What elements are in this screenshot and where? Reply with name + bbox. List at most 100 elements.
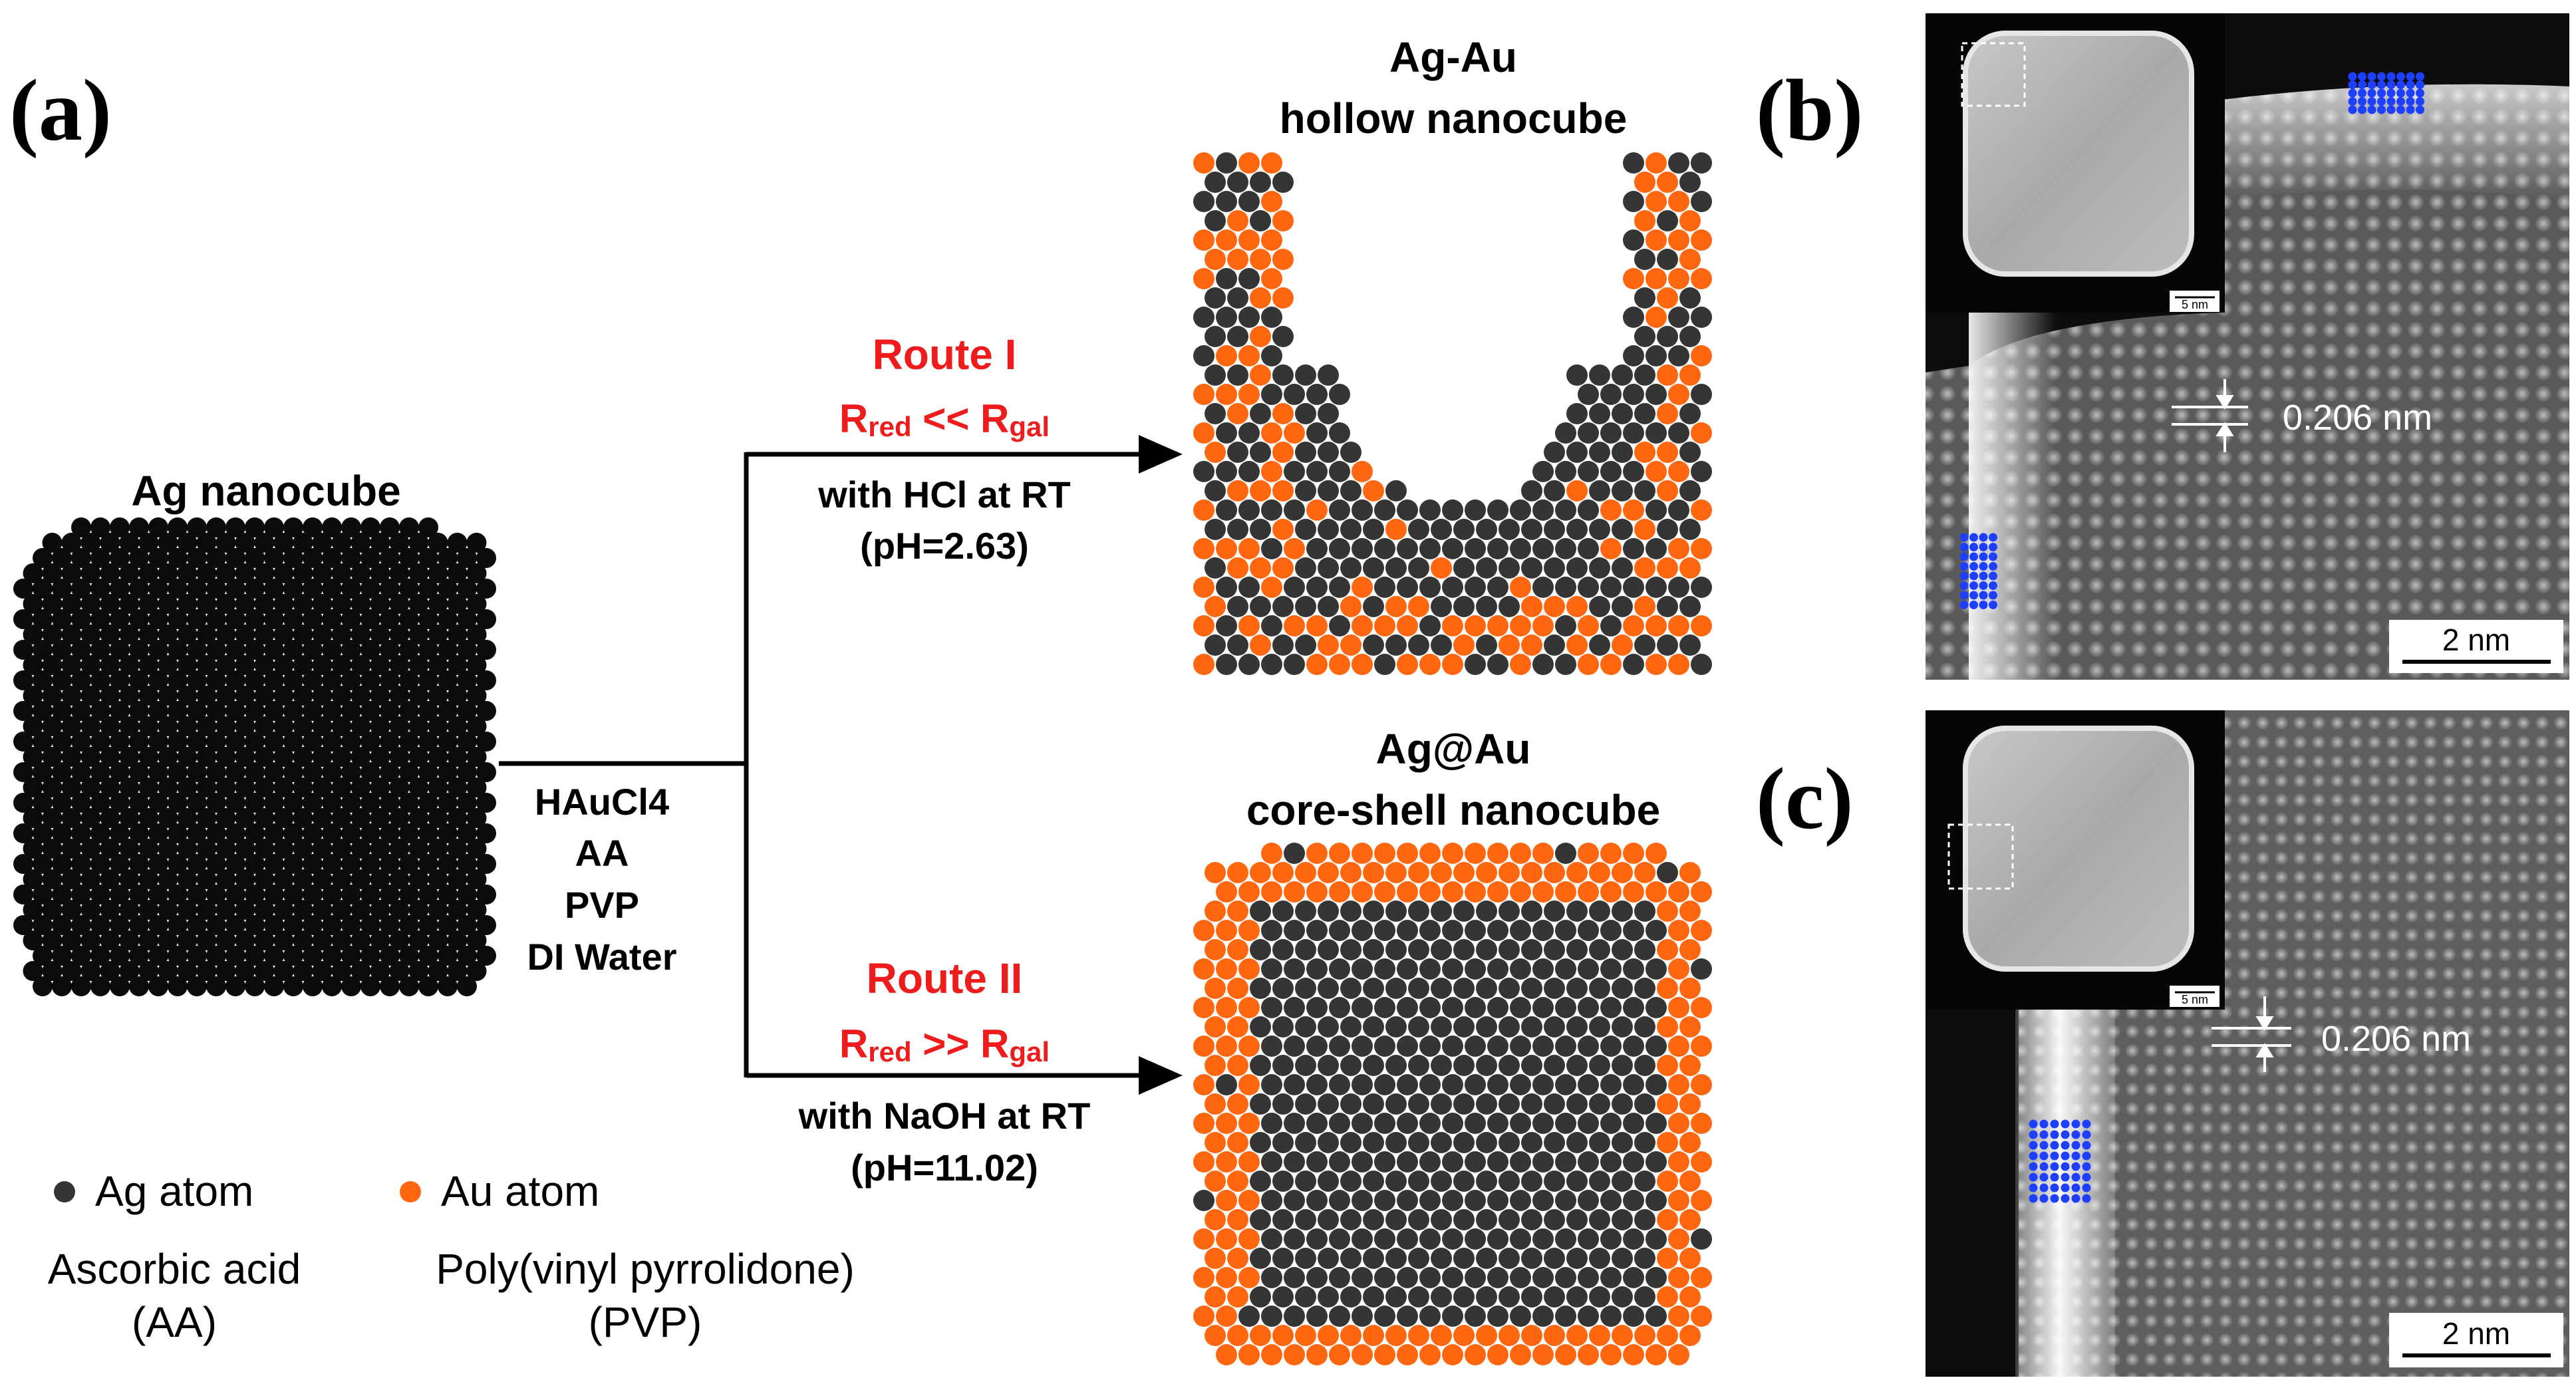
ag-atom [1646,920,1667,941]
ag-atom [1306,577,1328,598]
au-atom [1374,1344,1395,1365]
ag-atom [418,823,438,843]
ag-atom [1284,920,1305,941]
ag-atom [1487,1074,1508,1095]
ag-atom [360,548,380,568]
ag-atom [52,946,72,966]
ag-atom [148,670,168,690]
ag-atom [225,670,245,690]
ag-atom [168,915,188,935]
ag-atom [1227,326,1248,347]
ag-atom [1408,1248,1429,1269]
ag-atom [1544,1016,1565,1038]
ag-atom [1521,1132,1542,1153]
ag-atom [225,517,245,537]
ag-atom [206,823,226,843]
lattice-marker-dot [2348,80,2357,89]
lattice-marker-dot [2406,88,2415,98]
au-atom [1589,1325,1610,1346]
ag-atom [399,762,419,782]
ag-atom [418,793,438,813]
ag-atom [438,670,458,690]
ag-atom [1227,364,1248,386]
au-atom [1442,615,1463,636]
ag-atom [1352,1190,1373,1211]
ag-atom [264,793,284,813]
ag-atom [1566,519,1588,540]
ag-atom [1555,958,1576,980]
ag-atom [1566,939,1588,960]
ag-atom [110,823,130,843]
lattice-marker-dot [2071,1173,2080,1182]
ag-atom [466,747,487,767]
ag-atom [351,686,371,706]
ag-atom [1216,307,1237,328]
ag-atom [1227,634,1248,656]
au-atom [1679,1171,1701,1192]
ag-atom [1216,268,1237,289]
lattice-marker-dot [1959,533,1969,542]
ag-atom [1612,1093,1633,1115]
au-atom [1634,862,1655,883]
core-shell-nanocube-atoms [1193,843,1712,1365]
ag-atom [33,946,53,966]
ag-atom [1623,1190,1644,1211]
ag-atom [408,930,429,950]
ag-atom [1465,1151,1486,1173]
inset-c-region-marker [1947,823,2014,890]
ag-atom [110,640,130,660]
ag-atom [80,808,101,828]
ag-atom [408,747,429,767]
ag-atom [1612,901,1633,922]
ag-atom [1374,1074,1395,1095]
ag-atom [1408,1016,1429,1038]
ag-atom [380,609,400,629]
ag-atom [1295,596,1316,617]
ag-atom [1544,1286,1565,1308]
ag-atom [1340,1093,1361,1115]
ag-atom [177,900,198,920]
ag-atom [206,701,226,721]
ag-atom [177,808,198,828]
ag-atom [177,716,198,736]
ag-atom [408,533,429,553]
ag-atom [1499,1055,1520,1076]
ag-atom [1352,1113,1373,1134]
ag-atom [273,869,294,889]
ag-atom [1340,519,1361,540]
ag-atom [1261,538,1282,559]
ag-atom [138,563,159,583]
ag-atom [33,579,53,599]
ag-atom [187,793,207,813]
ag-atom [1555,843,1576,864]
lattice-marker-dot [1989,591,1997,600]
ag-atom [1589,1055,1610,1076]
ag-atom [1465,577,1486,598]
lattice-marker-dot [1969,571,1978,581]
ag-atom [148,609,168,629]
ag-atom [273,625,294,644]
ag-atom [215,625,236,644]
au-atom [1657,442,1678,463]
ag-atom [447,869,468,889]
ag-atom [341,548,361,568]
ag-atom [341,640,361,660]
ag-atom [399,854,419,874]
ag-atom [360,915,380,935]
ag-atom [1374,1151,1395,1173]
ag-atom [322,793,342,813]
lattice-marker-dot [2396,105,2405,114]
ag-atom [177,777,198,797]
lattice-marker-dot [1979,591,1988,600]
ag-atom [71,885,91,905]
ag-atom [1442,1074,1463,1095]
ag-atom [254,716,275,736]
ag-atom [1612,557,1633,579]
route2-arrowhead [1139,1056,1183,1095]
au-atom [1205,1093,1226,1115]
lattice-marker-dot [1959,571,1969,581]
ag-atom [1318,442,1339,463]
ag-atom [196,869,217,889]
au-atom [1272,557,1294,579]
au-atom [1306,499,1328,521]
